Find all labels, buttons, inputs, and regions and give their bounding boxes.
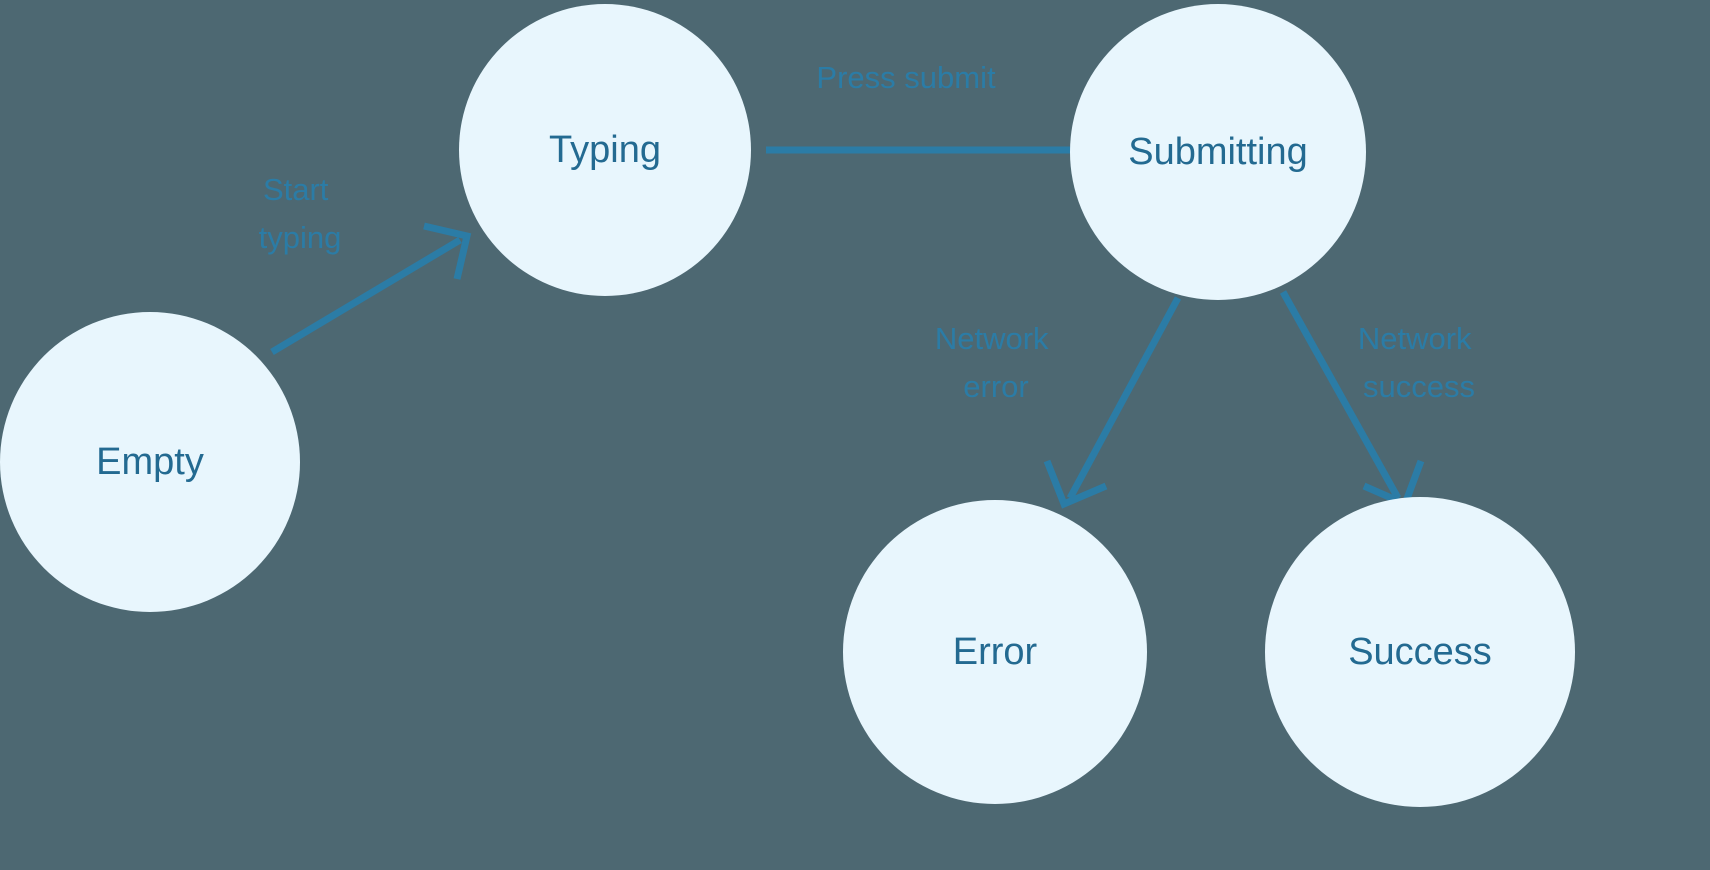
state-node-error[interactable]: Error [843, 500, 1147, 804]
network-error-label-line-2: error [963, 369, 1028, 404]
press-submit-label: Press submit [816, 60, 996, 95]
network-success-label: Network success [1358, 321, 1480, 404]
typing-label: Typing [549, 129, 661, 171]
start-typing-line [270, 236, 462, 356]
state-node-submitting[interactable]: Submitting [1070, 4, 1366, 300]
network-success-label-line-2: success [1363, 369, 1475, 404]
network-error-label-line-1: Network [935, 321, 1049, 356]
submitting-circle [1070, 4, 1366, 300]
transition-start-typing[interactable] [270, 222, 472, 356]
start-typing-arrowhead [423, 222, 472, 280]
state-node-success[interactable]: Success [1265, 497, 1575, 807]
submitting-label: Submitting [1128, 131, 1308, 173]
start-typing-label-line-2: typing [259, 220, 342, 255]
empty-circle [0, 312, 300, 612]
start-typing-label-line-1: Start [263, 172, 329, 207]
typing-circle [459, 4, 751, 296]
state-node-typing[interactable]: Typing [459, 4, 751, 296]
transition-network-error[interactable] [1043, 296, 1182, 509]
start-typing-label: Start typing [259, 172, 342, 255]
network-error-label: Network error [935, 321, 1057, 404]
press-submit-label-line-1: Press submit [816, 60, 996, 95]
error-label: Error [953, 631, 1038, 673]
network-success-label-line-1: Network [1358, 321, 1472, 356]
state-node-empty[interactable]: Empty [0, 312, 300, 612]
network-success-line [1279, 290, 1402, 500]
empty-label: Empty [96, 441, 204, 483]
network-error-arrowhead [1043, 459, 1108, 509]
network-error-line [1066, 296, 1182, 500]
success-circle [1265, 497, 1575, 807]
success-label: Success [1348, 631, 1492, 673]
error-circle [843, 500, 1147, 804]
